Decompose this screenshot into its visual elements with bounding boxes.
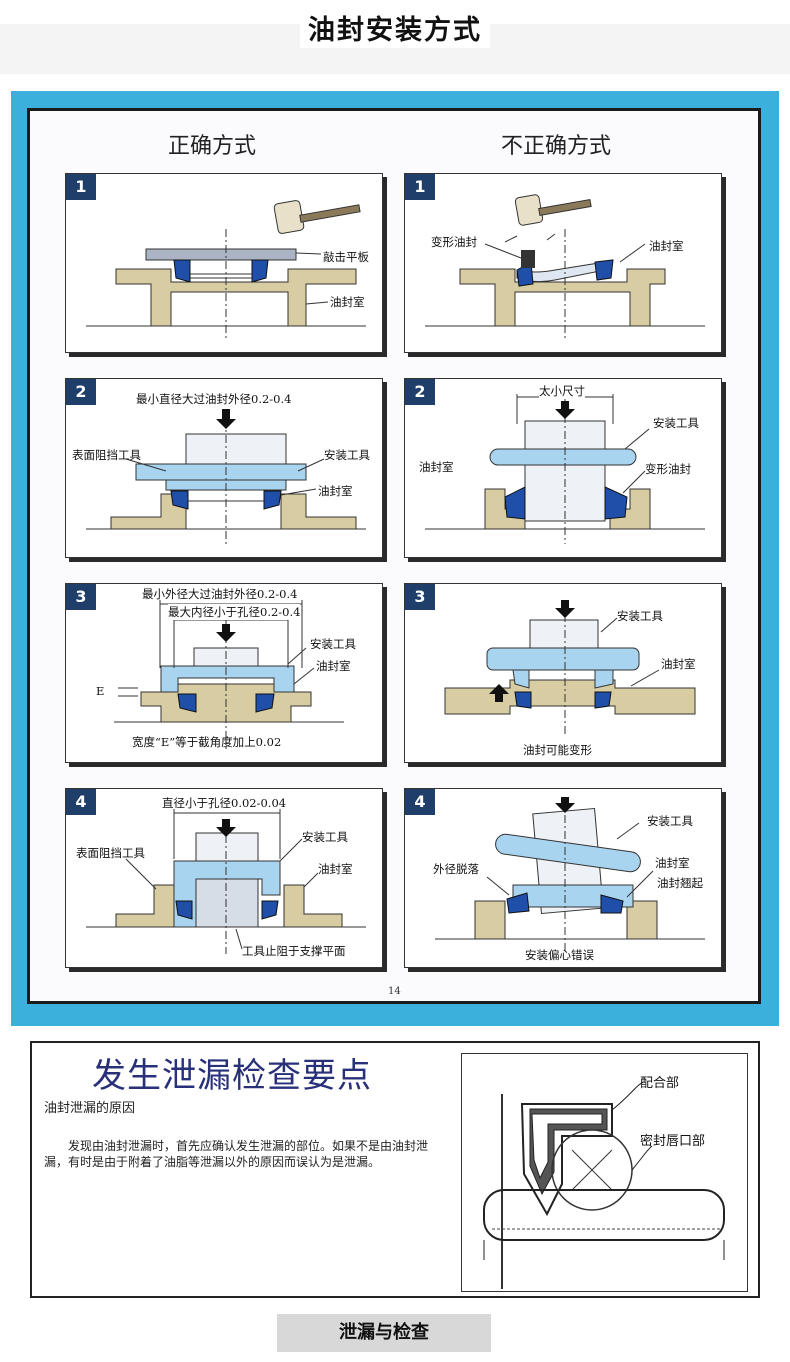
correct-heading: 正确方式 (168, 134, 257, 159)
label-seal-chamber: 油封室 (649, 239, 684, 253)
diagram-correct-4 (86, 809, 366, 954)
page-number: 14 (388, 986, 401, 997)
diagram-incorrect-1 (425, 194, 705, 339)
label-install-tool: 安装工具 (324, 448, 370, 462)
label-seal-chamber: 油封室 (419, 460, 454, 474)
panel-correct-4-number: 4 (66, 789, 96, 815)
label-max-inner-diameter: 最大内径小于孔径0.2-0.4 (168, 604, 301, 620)
label-install-tool: 安装工具 (302, 830, 348, 844)
label-deformed-seal: 变形油封 (645, 462, 691, 476)
label-install-tool: 安装工具 (647, 814, 693, 828)
diagram-incorrect-3 (444, 600, 696, 734)
diagram-incorrect-4 (435, 797, 705, 954)
label-surface-stop-tool: 表面阻挡工具 (76, 846, 145, 860)
label-outer-dislodged: 外径脱落 (433, 862, 479, 876)
incorrect-heading: 不正确方式 (501, 134, 612, 159)
seal-section-figure: 配合部 密封唇口部 (461, 1053, 748, 1292)
label-seal-lifted: 油封翘起 (657, 876, 703, 890)
label-width-e: E (96, 684, 105, 698)
footer-bar: 泄漏与检查 (277, 1314, 491, 1352)
label-fit-part: 配合部 (640, 1076, 680, 1091)
panel-incorrect-1-number: 1 (405, 174, 435, 200)
seal-section-diagram (483, 1081, 725, 1289)
panel-correct-1-number: 1 (66, 174, 96, 200)
diagram-correct-3 (114, 600, 344, 749)
leak-subtitle: 油封泄漏的原因 (44, 1101, 136, 1116)
label-width-e-formula: 宽度“E”等于截角度加上0.02 (132, 735, 282, 749)
label-deformed-seal: 变形油封 (431, 235, 477, 249)
label-seal-chamber: 油封室 (318, 484, 353, 498)
label-min-diameter: 最小直径大过油封外径0.2-0.4 (136, 392, 292, 406)
page-title: 油封安装方式 (300, 14, 490, 48)
panel-incorrect-4-number: 4 (405, 789, 435, 815)
label-seal-chamber: 油封室 (330, 295, 365, 309)
label-seal-chamber: 油封室 (661, 657, 696, 671)
panel-correct-1: 1 敲击平板 油封室 (65, 173, 383, 353)
diagram-correct-1 (86, 200, 366, 339)
label-seal-lip: 密封唇口部 (640, 1134, 706, 1149)
label-surface-stop-tool: 表面阻挡工具 (72, 448, 141, 462)
label-seal-may-deform: 油封可能变形 (523, 743, 592, 757)
panel-incorrect-4: 4 安装工具 油封室 外径脱落 油封翘起 安装偏心错误 (404, 788, 722, 968)
panel-incorrect-1: 1 变形油封 油封室 (404, 173, 722, 353)
panel-correct-2: 2 最小直径大过油封外径0.2-0.4 表面阻挡工具 安装工具 油封室 (65, 378, 383, 558)
footer-title: 泄漏与检查 (339, 1322, 429, 1343)
leak-title: 发生泄漏检查要点 (92, 1056, 372, 1096)
panel-correct-3-number: 3 (66, 584, 96, 610)
label-install-tool: 安装工具 (310, 637, 356, 651)
label-min-outer-diameter: 最小外径大过油封外径0.2-0.4 (142, 587, 298, 601)
title-bar: 油封安装方式 (0, 14, 790, 74)
panel-correct-3: 3 最小外径大过油封外径0.2-0.4 最大内径小于孔径0.2-0.4 安装工具… (65, 583, 383, 763)
panel-incorrect-3-number: 3 (405, 584, 435, 610)
leak-body-text: 发现由油封泄漏时，首先应确认发生泄漏的部位。如果不是由油封泄漏，有时是由于附着了… (44, 1139, 429, 1169)
label-install-tool: 安装工具 (617, 609, 663, 623)
panel-correct-2-number: 2 (66, 379, 96, 405)
panel-incorrect-2-number: 2 (405, 379, 435, 405)
panel-incorrect-3: 3 安装工具 油封室 油封可能变形 (404, 583, 722, 763)
panel-correct-4: 4 直径小于孔径0.02-0.04 安装工具 表面阻挡工具 油封室 工具止阻于支… (65, 788, 383, 968)
label-eccentric-install: 安装偏心错误 (525, 948, 594, 962)
panel-incorrect-2: 2 太小尺寸 安装工具 油封室 变形油封 (404, 378, 722, 558)
label-tool-stops-at-support: 工具止阻于支撑平面 (242, 944, 346, 958)
label-seal-chamber: 油封室 (318, 862, 353, 876)
label-seal-chamber: 油封室 (316, 659, 351, 673)
diagram-incorrect-2 (425, 394, 705, 544)
label-seal-chamber: 油封室 (655, 856, 690, 870)
label-too-small: 太小尺寸 (539, 383, 585, 399)
label-diameter-smaller: 直径小于孔径0.02-0.04 (162, 796, 287, 810)
diagram-correct-2 (86, 409, 366, 544)
label-strike-plate: 敲击平板 (323, 250, 369, 264)
label-install-tool: 安装工具 (653, 416, 699, 430)
